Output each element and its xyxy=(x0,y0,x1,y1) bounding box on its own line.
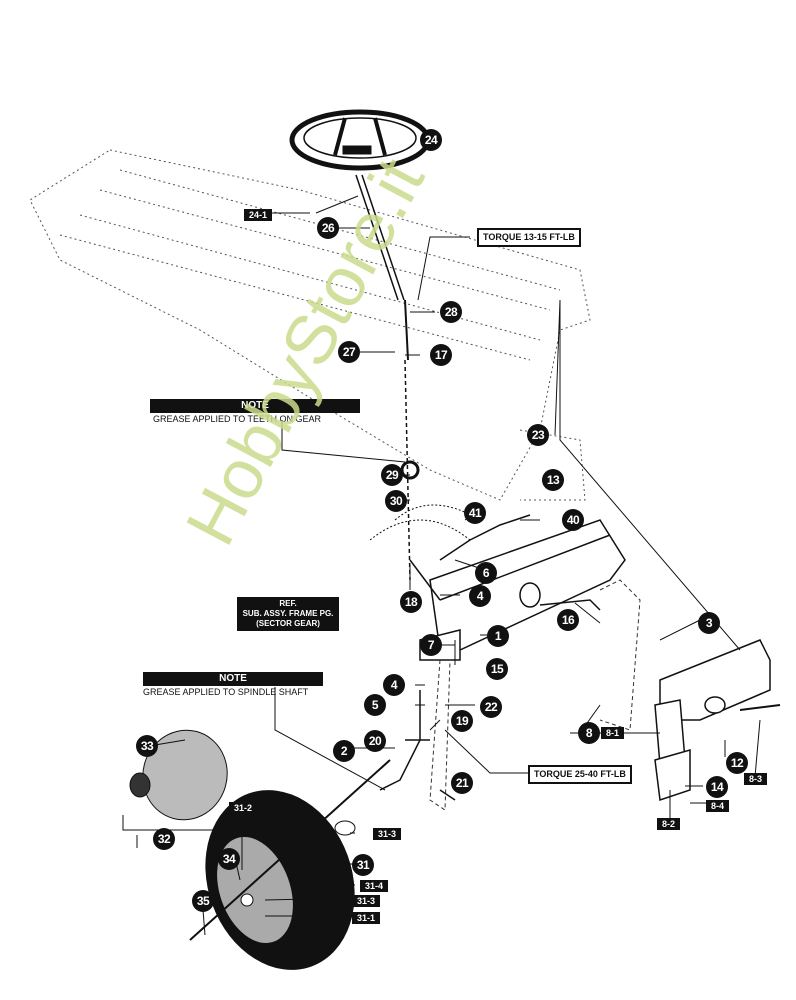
note-teeth-heading: NOTE xyxy=(150,399,360,413)
callout-6: 6 xyxy=(475,562,497,584)
callout-21: 21 xyxy=(451,772,473,794)
reference-line-3: (SECTOR GEAR) xyxy=(256,619,320,628)
tag-8-4: 8-4 xyxy=(706,800,730,812)
reference-box: REF. SUB. ASSY. FRAME PG. (SECTOR GEAR) xyxy=(237,597,339,631)
callout-27: 27 xyxy=(338,341,360,363)
reference-line-1: REF. xyxy=(279,599,297,608)
note-teeth-text: GREASE APPLIED TO TEETH ON GEAR xyxy=(153,414,322,424)
callout-30: 30 xyxy=(385,490,407,512)
tag-8-2: 8-2 xyxy=(657,818,681,830)
callout-24: 24 xyxy=(420,129,442,151)
callout-2: 2 xyxy=(333,740,355,762)
tag-8-3: 8-3 xyxy=(744,773,768,785)
mounting-bracket xyxy=(654,639,781,802)
callout-33: 33 xyxy=(136,735,158,757)
callout-19: 19 xyxy=(451,710,473,732)
note-spindle-text: GREASE APPLIED TO SPINDLE SHAFT xyxy=(143,687,309,697)
callout-17: 17 xyxy=(430,344,452,366)
front-axle xyxy=(419,519,626,661)
linkage xyxy=(379,359,601,801)
callout-18: 18 xyxy=(400,591,422,613)
tag-31-3b: 31-3 xyxy=(352,895,381,907)
steering-wheel xyxy=(289,109,431,171)
frame-outline xyxy=(29,149,591,501)
callout-3: 3 xyxy=(698,612,720,634)
callout-35: 35 xyxy=(192,890,214,912)
callout-4b: 4 xyxy=(383,674,405,696)
tag-31-1: 31-1 xyxy=(352,912,381,924)
torque-label-25-40: TORQUE 25-40 FT-LB xyxy=(528,765,632,784)
reference-line-2: SUB. ASSY. FRAME PG. xyxy=(242,609,334,618)
note-spindle-heading: NOTE xyxy=(143,672,323,686)
callout-41: 41 xyxy=(464,502,486,524)
callout-1: 1 xyxy=(487,625,509,647)
callout-40: 40 xyxy=(562,509,584,531)
callout-22: 22 xyxy=(480,696,502,718)
callout-28: 28 xyxy=(440,301,462,323)
torque-label-13-15: TORQUE 13-15 FT-LB xyxy=(477,228,581,247)
steering-shaft xyxy=(315,174,409,361)
tag-31-2: 31-2 xyxy=(229,802,258,814)
tag-31-4: 31-4 xyxy=(360,880,389,892)
tag-8-1: 8-1 xyxy=(601,727,625,739)
callout-14: 14 xyxy=(706,776,728,798)
group-outline xyxy=(429,579,641,811)
callout-8: 8 xyxy=(578,722,600,744)
hub-cap xyxy=(122,729,251,831)
callout-13: 13 xyxy=(542,469,564,491)
callout-26: 26 xyxy=(317,217,339,239)
callout-32: 32 xyxy=(153,828,175,850)
callout-20: 20 xyxy=(364,730,386,752)
callout-4a: 4 xyxy=(469,585,491,607)
tag-24-1: 24-1 xyxy=(244,209,273,221)
callout-29: 29 xyxy=(381,464,403,486)
callout-34: 34 xyxy=(218,848,240,870)
callout-23: 23 xyxy=(527,424,549,446)
callout-16: 16 xyxy=(557,609,579,631)
callout-7: 7 xyxy=(420,634,442,656)
callout-12: 12 xyxy=(726,752,748,774)
callout-31: 31 xyxy=(352,854,374,876)
callout-15: 15 xyxy=(486,658,508,680)
tag-31-3a: 31-3 xyxy=(373,828,402,840)
callout-5: 5 xyxy=(364,694,386,716)
